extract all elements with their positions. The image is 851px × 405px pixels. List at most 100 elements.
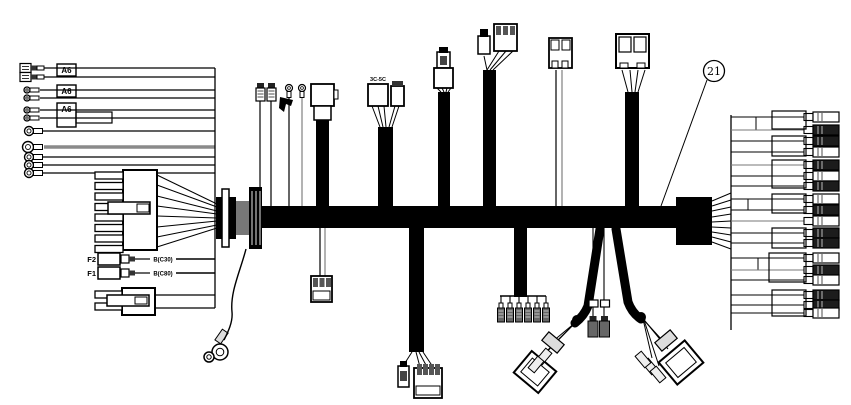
- spade-terminal: [812, 289, 840, 301]
- connector-part: [423, 364, 428, 375]
- connector-part: [367, 83, 389, 107]
- connector-part: [633, 36, 647, 53]
- ring-hole: [287, 86, 291, 90]
- spade-terminal: [812, 215, 840, 227]
- connector-part: [649, 365, 667, 384]
- connector-part: [634, 350, 652, 369]
- connector-part: [319, 278, 325, 287]
- connector-part: [313, 278, 318, 287]
- terminal-link: [803, 228, 814, 238]
- wire-line: [377, 105, 384, 128]
- connector-part: [480, 29, 488, 37]
- terminal-link: [803, 136, 814, 146]
- label-f1-wire: B(C80): [153, 272, 172, 278]
- connector-part: [599, 320, 610, 338]
- spade-terminal: [812, 237, 840, 249]
- bullet-neck: [543, 302, 549, 309]
- connector-part: [400, 361, 407, 367]
- ring-barrel: [29, 115, 40, 121]
- wire-line: [642, 318, 653, 359]
- label-a6-2: A6: [61, 87, 72, 96]
- connector-part: [313, 105, 332, 121]
- ring-barrel: [29, 87, 40, 93]
- label-relay-connector: 3C-5C: [370, 77, 386, 83]
- bullet-neck: [534, 302, 540, 309]
- connector-part: [510, 26, 515, 35]
- ring-hole: [25, 116, 29, 120]
- spade-terminal: [812, 252, 840, 264]
- wire-line: [388, 105, 396, 128]
- wire-line: [156, 205, 218, 215]
- cable-knot: [572, 315, 582, 325]
- connector-part: [619, 62, 629, 69]
- wire-line: [486, 50, 500, 71]
- connector-part: [75, 111, 113, 124]
- ring-hole: [300, 86, 304, 90]
- label-f2: F2: [87, 255, 96, 264]
- ring-hole: [25, 108, 29, 112]
- connector-part: [551, 60, 559, 69]
- wire-line: [371, 105, 381, 128]
- wire-line: [711, 231, 732, 236]
- bullet-neck: [507, 302, 513, 309]
- terminal-link: [803, 147, 814, 157]
- connector-part: [56, 84, 77, 98]
- wire-line: [156, 215, 218, 219]
- terminal-group-box: [771, 135, 807, 157]
- connector-part: [94, 223, 124, 233]
- connector-part: [333, 89, 339, 100]
- connector-part: [94, 171, 124, 180]
- bullet-terminal: [524, 307, 532, 323]
- connector-part: [221, 188, 230, 248]
- connector-part: [390, 85, 405, 107]
- connector-part: [97, 266, 121, 280]
- connector-part: [601, 316, 608, 321]
- spade-terminal: [812, 146, 840, 158]
- cable: [409, 228, 424, 352]
- bullet-terminal: [533, 307, 541, 323]
- wire-clip: [279, 97, 293, 112]
- terminal-link: [803, 194, 814, 204]
- terminal-link: [803, 238, 814, 248]
- ground-ring-hole: [215, 347, 225, 357]
- connector-part: [134, 296, 148, 305]
- spade-terminal: [812, 135, 840, 147]
- wire-line: [711, 199, 732, 207]
- terminal-link: [803, 300, 814, 310]
- ring-hole: [25, 144, 31, 150]
- ground-ring-hole: [206, 354, 212, 360]
- connector-part: [599, 299, 611, 308]
- connector-part: [229, 197, 236, 239]
- spade-terminal: [812, 170, 840, 182]
- connector-part: [588, 299, 599, 308]
- spade-terminal: [812, 307, 840, 319]
- wire-line: [629, 69, 633, 93]
- ring-barrel: [33, 128, 43, 134]
- spade-terminal: [812, 227, 840, 239]
- wire-line: [156, 195, 218, 212]
- connector-part: [400, 371, 407, 381]
- connector-part: [94, 244, 124, 254]
- connector-part: [653, 329, 679, 352]
- label-a6-1: A6: [61, 66, 72, 75]
- ring-hole: [26, 162, 32, 168]
- connector-part: [94, 192, 124, 201]
- ring-barrel: [33, 170, 43, 176]
- wire-line: [711, 192, 732, 202]
- cable: [483, 70, 496, 208]
- connector-part: [129, 270, 135, 276]
- ground-lead-wire: [223, 248, 247, 341]
- label-f2-wire: B(C30): [153, 258, 172, 264]
- wire-line: [483, 55, 488, 71]
- bullet-terminal: [542, 307, 550, 323]
- blade-tab: [31, 65, 37, 71]
- bullet-neck: [516, 302, 522, 309]
- ring-hole: [26, 128, 32, 134]
- spade-terminal: [812, 274, 840, 286]
- wire-line: [156, 174, 218, 205]
- blade-terminal: [19, 71, 32, 83]
- cable: [316, 120, 329, 208]
- connector-part: [589, 316, 597, 321]
- connector-part: [636, 62, 646, 69]
